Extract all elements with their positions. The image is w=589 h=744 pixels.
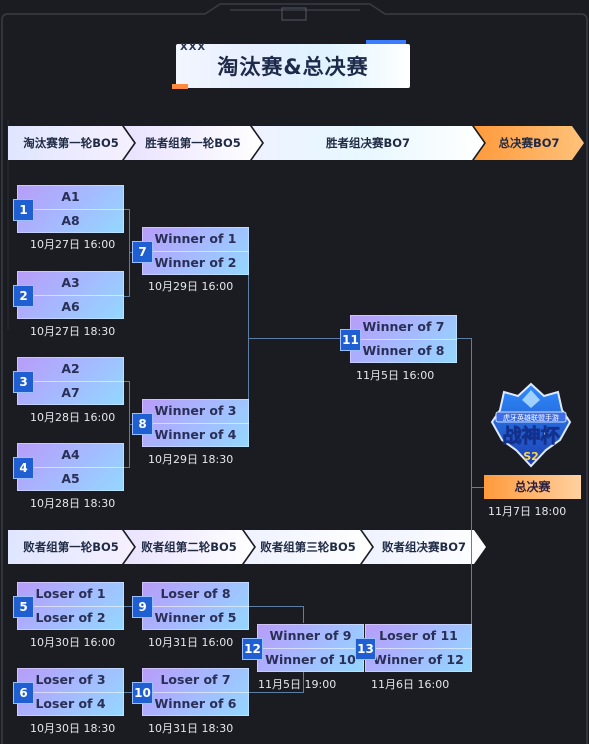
match-number-badge: 11 <box>341 330 360 350</box>
header-losers-round3: 败者组第三轮BO5 <box>244 530 372 564</box>
match-time: 11月6日 16:00 <box>371 678 450 691</box>
connector <box>303 672 304 693</box>
header-losers-round1: 败者组第一轮BO5 <box>8 530 134 564</box>
connector <box>122 296 130 297</box>
team-slot: Winner of 1 <box>154 231 237 246</box>
match-card[interactable]: Loser of 8 Winner of 5 <box>142 582 249 630</box>
match-time: 10月30日 16:00 <box>30 636 116 649</box>
team-slot: Loser of 11 <box>379 628 458 643</box>
connector <box>303 606 304 623</box>
title-accent-blue <box>366 40 406 44</box>
logo-mark: S2 <box>523 450 539 463</box>
match-number-badge: 10 <box>133 683 152 703</box>
match-card[interactable]: Winner of 9 Winner of 10 <box>257 624 364 672</box>
match-card[interactable]: Winner of 7 Winner of 8 <box>350 315 457 363</box>
header-knockout-round1: 淘汰赛第一轮BO5 <box>8 126 134 160</box>
header-losers-round2: 败者组第二轮BO5 <box>124 530 254 564</box>
title-accent-orange <box>172 84 188 89</box>
match-card[interactable]: Winner of 1 Winner of 2 <box>142 227 249 275</box>
team-slot: Winner of 2 <box>154 255 237 270</box>
team-slot: Winner of 3 <box>154 403 237 418</box>
zhanshen-cup-logo: 虎牙英雄联盟手游 战神杯 S2 <box>490 382 572 468</box>
match-time: 10月31日 18:30 <box>148 722 234 735</box>
match-number-badge: 3 <box>14 372 33 392</box>
connector <box>122 381 130 382</box>
connector <box>129 209 130 297</box>
connector <box>471 338 472 648</box>
team-slot: A3 <box>61 275 80 290</box>
team-slot: Winner of 12 <box>373 652 464 667</box>
team-slot: Winner of 9 <box>269 628 352 643</box>
team-slot: Loser of 4 <box>35 696 106 711</box>
match-time: 10月30日 18:30 <box>30 722 116 735</box>
match-number-badge: 13 <box>356 639 375 659</box>
match-card[interactable]: Loser of 1 Loser of 2 <box>17 582 124 630</box>
match-number-badge: 4 <box>14 458 33 478</box>
team-slot: A7 <box>61 385 80 400</box>
logo-subtitle: 虎牙英雄联盟手游 <box>503 413 559 422</box>
team-slot: A8 <box>61 213 80 228</box>
team-slot: Loser of 8 <box>160 586 231 601</box>
header-winners-final: 胜者组决赛BO7 <box>252 126 484 160</box>
match-card[interactable]: Loser of 3 Loser of 4 <box>17 668 124 716</box>
team-slot: A5 <box>61 471 80 486</box>
team-slot: Loser of 2 <box>35 610 106 625</box>
connector <box>442 338 472 339</box>
match-number-badge: 9 <box>133 597 152 617</box>
match-number-badge: 7 <box>133 242 152 262</box>
connector <box>122 467 130 468</box>
match-number-badge: 5 <box>14 597 33 617</box>
match-time: 10月28日 16:00 <box>30 411 116 424</box>
team-slot: Winner of 5 <box>154 610 237 625</box>
logo-title: 战神杯 <box>502 424 559 447</box>
team-slot: A6 <box>61 299 80 314</box>
header-grand-final: 总决赛BO7 <box>474 126 584 160</box>
team-slot: A4 <box>61 447 80 462</box>
team-slot: Winner of 6 <box>154 696 237 711</box>
connector <box>122 209 130 210</box>
team-slot: Winner of 7 <box>362 319 445 334</box>
match-card[interactable]: Loser of 11 Winner of 12 <box>365 624 472 672</box>
team-slot: A2 <box>61 361 80 376</box>
title-card: 淘汰赛&总决赛 <box>176 44 410 88</box>
team-slot: A1 <box>61 189 80 204</box>
team-slot: Loser of 1 <box>35 586 106 601</box>
match-time: 10月27日 16:00 <box>30 238 116 251</box>
connector <box>248 606 304 607</box>
team-slot: Winner of 10 <box>265 652 356 667</box>
match-number-badge: 1 <box>14 200 33 220</box>
team-slot: Loser of 7 <box>160 672 231 687</box>
match-number-badge: 6 <box>14 683 33 703</box>
match-card[interactable]: Winner of 3 Winner of 4 <box>142 399 249 447</box>
match-time: 10月29日 18:30 <box>148 453 234 466</box>
match-time: 10月29日 16:00 <box>148 280 234 293</box>
header-winners-round1: 胜者组第一轮BO5 <box>124 126 262 160</box>
match-time: 11月5日 19:00 <box>258 678 337 691</box>
match-number-badge: 8 <box>133 414 152 434</box>
match-time: 10月31日 16:00 <box>148 636 234 649</box>
team-slot: Winner of 4 <box>154 427 237 442</box>
match-time: 10月28日 18:30 <box>30 497 116 510</box>
page-title: 淘汰赛&总决赛 <box>217 55 369 79</box>
match-card[interactable]: Loser of 7 Winner of 6 <box>142 668 249 716</box>
connector <box>248 692 304 693</box>
connector <box>471 487 484 488</box>
match-time: 11月7日 18:00 <box>488 505 567 518</box>
connector <box>248 338 350 339</box>
match-time: 10月27日 18:30 <box>30 325 116 338</box>
team-slot: Winner of 8 <box>362 343 445 358</box>
grand-final-box[interactable]: 总决赛 <box>484 475 581 499</box>
header-losers-final: 败者组决赛BO7 <box>362 530 486 564</box>
match-number-badge: 12 <box>243 639 262 659</box>
match-time: 11月5日 16:00 <box>356 369 435 382</box>
title-deco: XXX <box>180 42 207 53</box>
match-number-badge: 2 <box>14 286 33 306</box>
team-slot: Loser of 3 <box>35 672 106 687</box>
